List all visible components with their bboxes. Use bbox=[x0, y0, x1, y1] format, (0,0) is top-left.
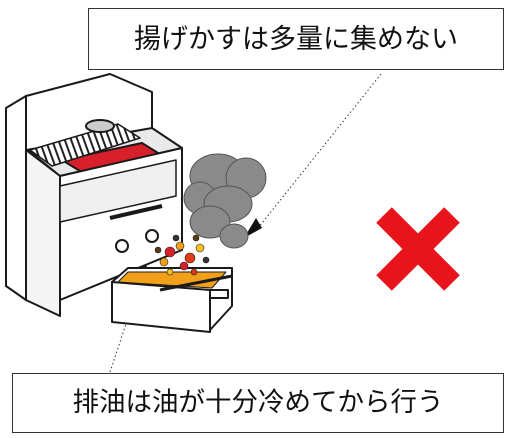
knob-2 bbox=[145, 229, 159, 243]
oven-handle bbox=[109, 204, 163, 220]
deep-fryer-illustration bbox=[5, 73, 233, 333]
callout-bottom-text: 排油は油が十分冷めてから行う bbox=[72, 386, 444, 418]
callout-top-warning: 揚げかすは多量に集めない bbox=[88, 8, 504, 70]
leader-line-top bbox=[257, 73, 382, 229]
red-x-mark-icon bbox=[376, 207, 460, 291]
knob-1 bbox=[115, 239, 129, 253]
grill-rack bbox=[29, 123, 141, 167]
arrow-head-top bbox=[244, 218, 262, 238]
drawer-handle bbox=[209, 289, 229, 299]
callout-bottom-instruction: 排油は油が十分冷めてから行う bbox=[12, 373, 504, 433]
smoke-cloud-icon bbox=[183, 153, 267, 249]
callout-top-text: 揚げかすは多量に集めない bbox=[134, 23, 458, 55]
grill-knob-top bbox=[85, 119, 115, 133]
fry-crumbs-icon bbox=[154, 234, 210, 276]
